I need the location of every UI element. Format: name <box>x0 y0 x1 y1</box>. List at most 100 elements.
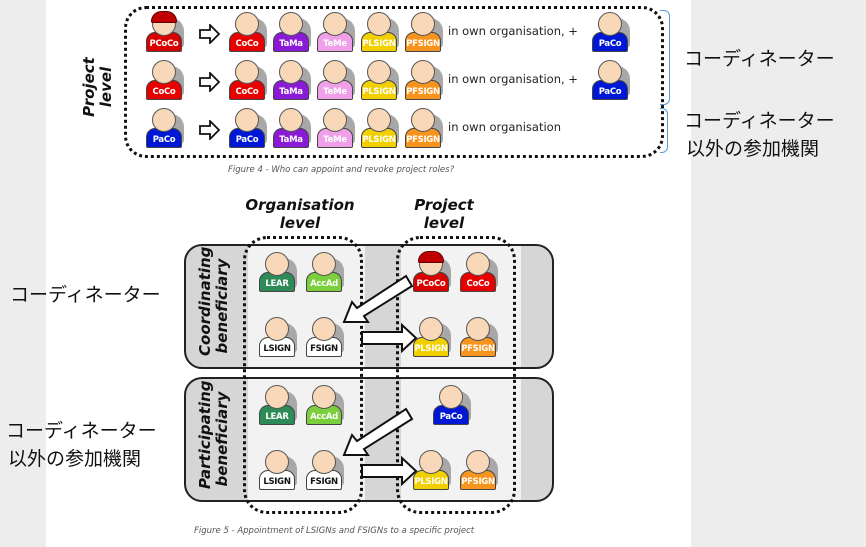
beneficiary-label-line: beneficiary <box>213 391 231 487</box>
role-label: TaMa <box>279 87 303 97</box>
role-pfsign-person-icon: PFSIGN <box>405 108 443 150</box>
role-paco-person-icon: PaCo <box>592 60 630 102</box>
role-pfsign-person-icon: PFSIGN <box>460 317 498 359</box>
figure4-caption: Figure 4 - Who can appoint and revoke pr… <box>228 165 455 175</box>
row-heading-line2: level <box>97 66 115 108</box>
role-label: PFSIGN <box>461 477 495 487</box>
right-arrow-icon <box>361 322 418 354</box>
person-head-icon <box>323 12 347 36</box>
role-tama-person-icon: TaMa <box>273 108 311 150</box>
role-plsign-person-icon: PLSIGN <box>413 450 451 492</box>
role-lear-person-icon: LEAR <box>259 385 297 427</box>
right-arrow-icon <box>199 72 221 92</box>
person-body: PFSIGN <box>405 32 441 52</box>
person-head-icon <box>235 108 259 132</box>
role-paco-person-icon: PaCo <box>592 12 630 54</box>
role-plsign-person-icon: PLSIGN <box>413 317 451 359</box>
heading-project-level: Project level <box>404 196 484 232</box>
beneficiary-label-line: beneficiary <box>213 258 231 354</box>
appointment-arrows <box>342 407 418 487</box>
person-head-icon <box>152 108 176 132</box>
person-head-icon <box>312 385 336 409</box>
right-arrow-icon <box>361 455 418 487</box>
role-label: PaCo <box>439 412 463 422</box>
figure4-project-level-frame <box>124 6 664 158</box>
person-head-icon <box>312 252 336 276</box>
annotation-coordinator-left: コーディネーター <box>10 284 161 306</box>
role-label: PCoCo <box>416 279 446 289</box>
person-head-icon <box>439 385 463 409</box>
role-label: FSIGN <box>310 477 338 487</box>
role-coco-person-icon: CoCo <box>146 60 184 102</box>
person-head-icon <box>265 252 289 276</box>
person-head-icon <box>411 12 435 36</box>
right-arrow-icon <box>199 24 221 44</box>
role-pfsign-person-icon: PFSIGN <box>405 12 443 54</box>
beneficiary-label-line: Coordinating <box>196 246 214 356</box>
person-head-icon <box>279 108 303 132</box>
right-arrow-icon <box>199 120 221 140</box>
row-scope-text: in own organisation <box>448 120 561 134</box>
role-label: TeMe <box>323 135 347 145</box>
role-paco-person-icon: PaCo <box>146 108 184 150</box>
role-label: CoCo <box>235 39 259 49</box>
role-plsign-person-icon: PLSIGN <box>361 12 399 54</box>
role-label: AccAd <box>310 279 338 289</box>
person-head-icon <box>279 12 303 36</box>
row-heading-line1: Project <box>80 57 98 117</box>
role-plsign-person-icon: PLSIGN <box>361 60 399 102</box>
role-label: PaCo <box>598 39 622 49</box>
person-head-icon <box>312 450 336 474</box>
heading-organisation-level: Organisation level <box>240 196 360 232</box>
role-label: PLSIGN <box>362 87 396 97</box>
role-paco-person-icon: PaCo <box>229 108 267 150</box>
role-label: PaCo <box>235 135 259 145</box>
role-coco-person-icon: CoCo <box>229 60 267 102</box>
project-level-frame <box>396 236 516 514</box>
person-body: AccAd <box>306 405 342 425</box>
person-body: PCoCo <box>413 272 449 292</box>
role-label: PFSIGN <box>461 344 495 354</box>
person-head-icon <box>152 60 176 84</box>
role-label: TaMa <box>279 39 303 49</box>
role-label: PLSIGN <box>414 477 448 487</box>
role-label: PLSIGN <box>414 344 448 354</box>
non-coordinator-bracket <box>660 108 668 153</box>
role-label: PFSIGN <box>406 135 440 145</box>
person-head-icon <box>419 450 443 474</box>
role-teme-person-icon: TeMe <box>317 12 355 54</box>
role-teme-person-icon: TeMe <box>317 108 355 150</box>
role-label: PaCo <box>152 135 176 145</box>
role-fsign-person-icon: FSIGN <box>306 317 344 359</box>
role-fsign-person-icon: FSIGN <box>306 450 344 492</box>
role-label: LSIGN <box>263 344 291 354</box>
person-body: PaCo <box>229 128 265 148</box>
role-label: CoCo <box>466 279 490 289</box>
role-accad-person-icon: AccAd <box>306 252 344 294</box>
coordinator-bracket <box>660 10 670 105</box>
person-head-icon <box>367 12 391 36</box>
person-head-icon <box>312 317 336 341</box>
annotation-coordinator-top: コーディネーター <box>684 48 835 70</box>
person-body: TeMe <box>317 128 353 148</box>
role-label: AccAd <box>310 412 338 422</box>
role-label: PLSIGN <box>362 135 396 145</box>
heading-organisation-line1: Organisation <box>245 196 355 214</box>
appointment-arrows <box>342 274 418 354</box>
heading-project-line1: Project <box>414 196 474 214</box>
person-head-icon <box>466 317 490 341</box>
person-head-icon <box>265 450 289 474</box>
person-head-icon <box>235 60 259 84</box>
role-label: TeMe <box>323 87 347 97</box>
role-coco-person-icon: CoCo <box>460 252 498 294</box>
heading-project-line2: level <box>423 214 465 232</box>
row-scope-text: in own organisation, + <box>448 24 578 38</box>
person-head-icon <box>235 12 259 36</box>
person-head-icon <box>598 12 622 36</box>
annotation-non-coordinator-left-line1: コーディネーター <box>6 420 157 442</box>
role-label: TaMa <box>279 135 303 145</box>
cap-icon <box>151 11 177 23</box>
annotation-non-coordinator-top-line2: 以外の参加機関 <box>686 138 820 160</box>
